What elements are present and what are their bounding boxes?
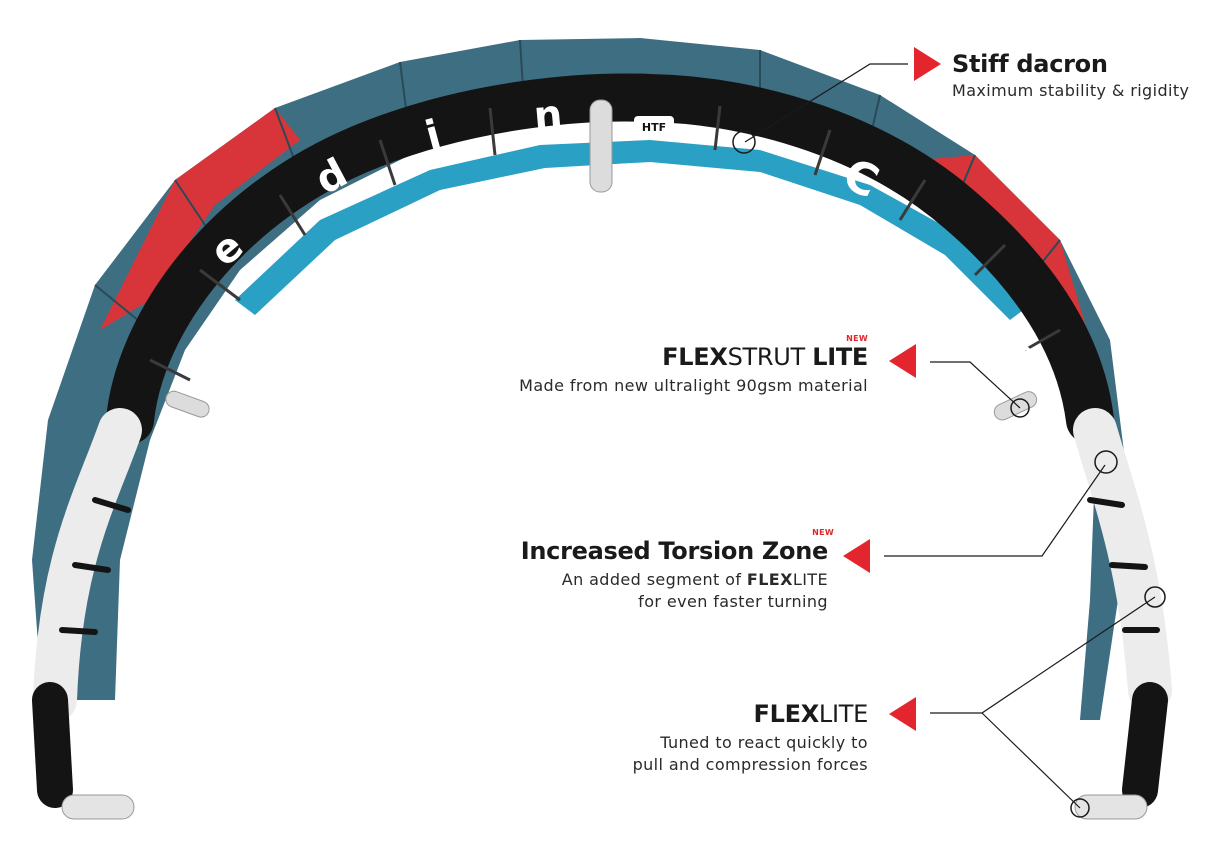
callout-title: Stiff dacron	[952, 50, 1108, 78]
leader-torsion-zone	[884, 464, 1106, 557]
target-ring-pigtail	[1070, 798, 1090, 818]
callout-description: Maximum stability & rigidity	[952, 81, 1190, 100]
title-light: LITE	[818, 700, 868, 728]
callout-description-line-1: An added segment of FLEXLITE	[521, 569, 828, 591]
leader-flexstrut-lite	[930, 361, 1021, 409]
pointer-triangle-torsion	[843, 539, 870, 573]
title-bold: FLEX	[753, 700, 820, 728]
leader-flexlite-b	[981, 712, 1081, 809]
callout-description-line-2: pull and compression forces	[632, 755, 868, 774]
leader-stiff-dacron	[744, 63, 908, 143]
callout-torsion-zone: NEW Increased Torsion Zone An added segm…	[520, 528, 834, 613]
kite-tube-joints	[149, 105, 1061, 382]
target-ring-strut	[1010, 398, 1030, 418]
target-ring-dacron	[732, 130, 756, 154]
callout-description-line-2: for even faster turning	[638, 592, 828, 611]
kite-center-strut	[589, 99, 613, 193]
target-ring-torsion	[1094, 450, 1118, 474]
callout-description: Made from new ultralight 90gsm material	[519, 376, 868, 395]
kite-tip-left-white	[33, 408, 142, 722]
kite-tip-right-black	[1122, 682, 1168, 808]
kite-tip-right-pigtail	[1074, 794, 1148, 820]
kite-tip-left-black	[32, 682, 73, 808]
callout-target-rings	[732, 130, 1166, 818]
target-ring-flexlite	[1144, 586, 1166, 608]
kite-tip-right-white	[1073, 408, 1172, 712]
callout-title: FLEXSTRUT LITE	[519, 343, 868, 371]
kite-leading-edge-tube	[106, 73, 1114, 444]
kite-canopy-teal	[235, 140, 1030, 320]
desc-text: An added segment of	[561, 570, 747, 589]
new-badge: NEW	[812, 528, 834, 537]
callout-description-line-1: Tuned to react quickly to	[660, 733, 868, 752]
kite-strut-left	[165, 390, 210, 418]
callout-title: Increased Torsion Zone	[520, 537, 829, 565]
callout-title: FLEXLITE	[633, 700, 869, 728]
callout-flexlite: FLEXLITE Tuned to react quickly to pull …	[632, 700, 869, 776]
callout-stiff-dacron: Stiff dacron Maximum stability & rigidit…	[952, 50, 1189, 102]
kite-brand-letter: n	[532, 92, 564, 140]
kite-valve-label: HTF	[642, 121, 666, 134]
new-badge: NEW	[846, 334, 868, 343]
callout-leader-lines	[744, 63, 1156, 809]
kite-strut-right	[993, 391, 1038, 421]
pointer-triangle-dacron	[914, 47, 941, 81]
title-bold: FLEX	[662, 343, 728, 371]
kite-tip-left-pigtail	[61, 794, 135, 820]
callout-flexstrut-lite: NEW FLEXSTRUT LITE Made from new ultrali…	[519, 334, 868, 397]
kite-tip-bands	[59, 497, 1160, 635]
title-light: STRUT	[727, 343, 813, 371]
pointer-triangle-strut	[889, 344, 916, 378]
kite-canopy-outer	[32, 38, 1125, 720]
desc-light: LITE	[792, 570, 828, 589]
kite-valve-patch	[634, 116, 674, 136]
pointer-triangle-flexlite	[889, 697, 916, 731]
title-bold-2: LITE	[812, 343, 868, 371]
desc-bold: FLEX	[746, 570, 793, 589]
